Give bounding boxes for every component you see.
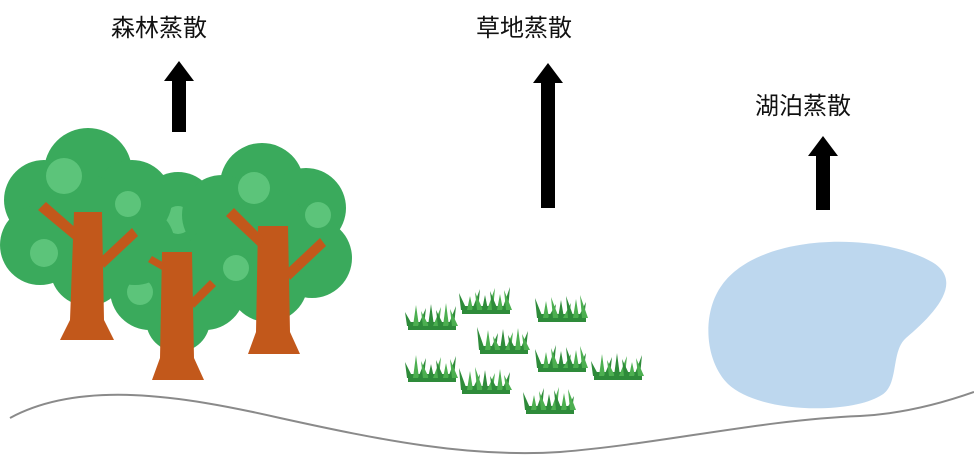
grass-clump-icon — [459, 287, 512, 314]
grassland-evapotranspiration-label: 草地蒸散 — [476, 14, 572, 42]
grass-clump-icon — [405, 355, 458, 382]
tree-right-trunk — [226, 208, 326, 354]
grass-clump-icon — [535, 345, 588, 372]
lake-arrow-icon — [808, 136, 838, 210]
forest-arrow-icon — [164, 61, 194, 132]
grassland-arrow-icon — [533, 63, 563, 208]
grass-clump-icon — [459, 367, 512, 394]
tree-left-trunk — [38, 202, 138, 340]
grass-clump-icon — [523, 387, 576, 414]
forest-illustration — [0, 128, 352, 380]
lake-evapotranspiration-label: 湖泊蒸散 — [755, 92, 851, 120]
grass-clump-icon — [477, 327, 530, 354]
grassland-illustration — [405, 287, 644, 414]
grass-clump-icon — [591, 353, 644, 380]
tree-middle-trunk — [148, 252, 216, 380]
tree-left-foliage — [0, 128, 175, 306]
ground-line — [9, 391, 974, 455]
grass-clump-icon — [405, 303, 458, 330]
lake-illustration — [708, 241, 947, 409]
grass-clump-icon — [535, 295, 588, 322]
forest-evapotranspiration-label: 森林蒸散 — [111, 14, 207, 42]
